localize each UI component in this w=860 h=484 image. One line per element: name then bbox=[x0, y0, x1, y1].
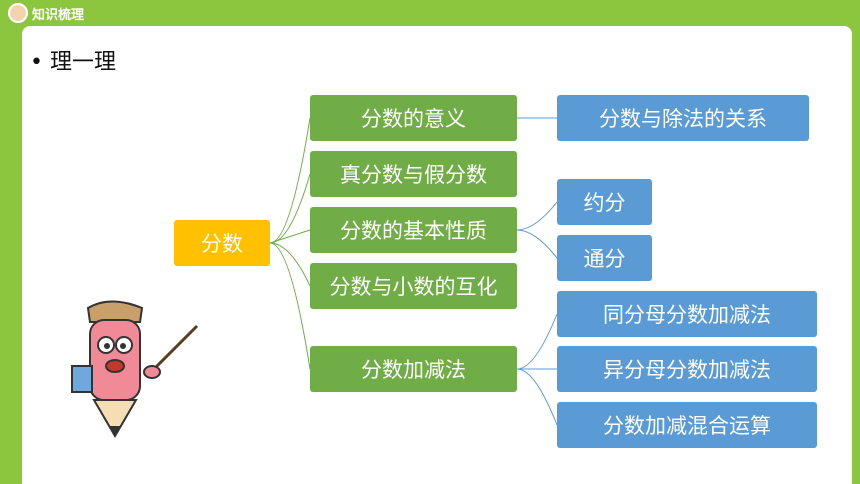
leaf-node: 约分 bbox=[557, 179, 652, 225]
leaf-node: 分数加减混合运算 bbox=[557, 402, 817, 448]
branch-node: 分数加减法 bbox=[310, 346, 517, 392]
root-node: 分数 bbox=[174, 220, 270, 266]
pencil-mascot-icon bbox=[71, 300, 199, 438]
branch-node: 分数的基本性质 bbox=[310, 207, 517, 253]
leaf-node: 分数与除法的关系 bbox=[557, 95, 809, 141]
top-bar: 知识梳理 bbox=[0, 0, 860, 26]
leaf-node: 同分母分数加减法 bbox=[557, 291, 817, 337]
heading: • 理一理 bbox=[30, 50, 116, 75]
leaf-node: 异分母分数加减法 bbox=[557, 346, 817, 392]
branch-node: 分数与小数的互化 bbox=[310, 263, 517, 309]
heading-text: 理一理 bbox=[49, 50, 116, 75]
branch-node: 真分数与假分数 bbox=[310, 151, 517, 197]
branch-node: 分数的意义 bbox=[310, 95, 517, 141]
teacher-avatar-icon bbox=[8, 3, 28, 23]
leaf-node: 通分 bbox=[557, 235, 652, 281]
section-badge-label: 知识梳理 bbox=[32, 7, 85, 23]
section-badge: 知识梳理 bbox=[8, 3, 84, 23]
